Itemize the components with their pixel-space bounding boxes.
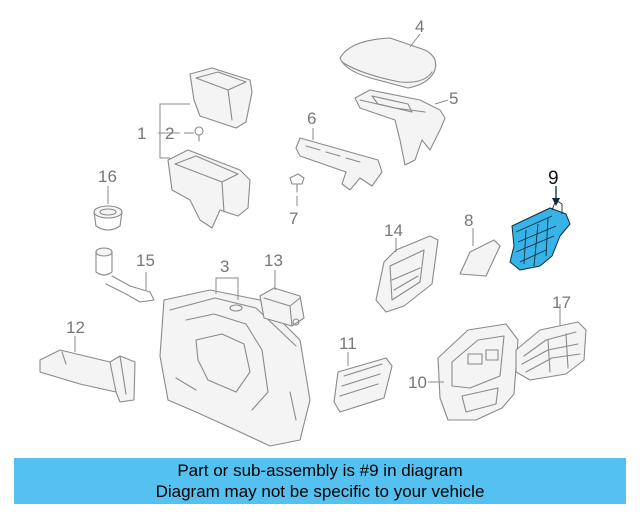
callout-3: 3	[220, 257, 229, 276]
callout-14: 14	[384, 221, 403, 240]
part-10-rear-vent-panel	[428, 323, 519, 421]
part-13-switch	[259, 270, 305, 327]
banner-line-2: Diagram may not be specific to your vehi…	[155, 482, 485, 501]
info-banner: Part or sub-assembly is #9 in diagram Di…	[14, 458, 626, 504]
part-1-storage-bin	[158, 67, 253, 229]
part-4-armrest-lid	[339, 33, 437, 89]
callout-10: 10	[408, 373, 427, 392]
callout-13: 13	[264, 251, 283, 270]
callout-8: 8	[464, 211, 473, 230]
part-15-power-outlet	[95, 247, 155, 303]
part-11-lower-panel	[333, 352, 393, 413]
callout-6: 6	[307, 109, 316, 128]
part-8-trim-insert	[459, 228, 501, 277]
callout-15: 15	[136, 251, 155, 270]
part-3-console-body	[159, 277, 311, 447]
callout-1: 1	[137, 124, 146, 143]
part-6-bracket	[295, 128, 383, 191]
banner-line-1: Part or sub-assembly is #9 in diagram	[177, 461, 463, 480]
callout-12: 12	[66, 318, 85, 337]
part-14-side-panel	[375, 235, 439, 313]
callout-11: 11	[339, 334, 357, 353]
callout-5: 5	[449, 89, 458, 108]
callout-17: 17	[552, 293, 571, 312]
part-17-vent	[515, 304, 587, 381]
part-7-clip	[289, 173, 305, 206]
part-16-cup-insert	[93, 186, 123, 231]
part-9-highlighted-bracket	[509, 186, 571, 271]
parts-diagram: 4 5 1 2 6	[39, 17, 587, 447]
callout-9: 9	[548, 168, 559, 189]
part-5-armrest-base	[354, 89, 449, 166]
part-12-air-duct	[39, 336, 136, 403]
callout-4: 4	[415, 17, 424, 36]
callout-2: 2	[165, 124, 174, 143]
callout-7: 7	[289, 209, 298, 228]
callout-16: 16	[98, 167, 117, 186]
